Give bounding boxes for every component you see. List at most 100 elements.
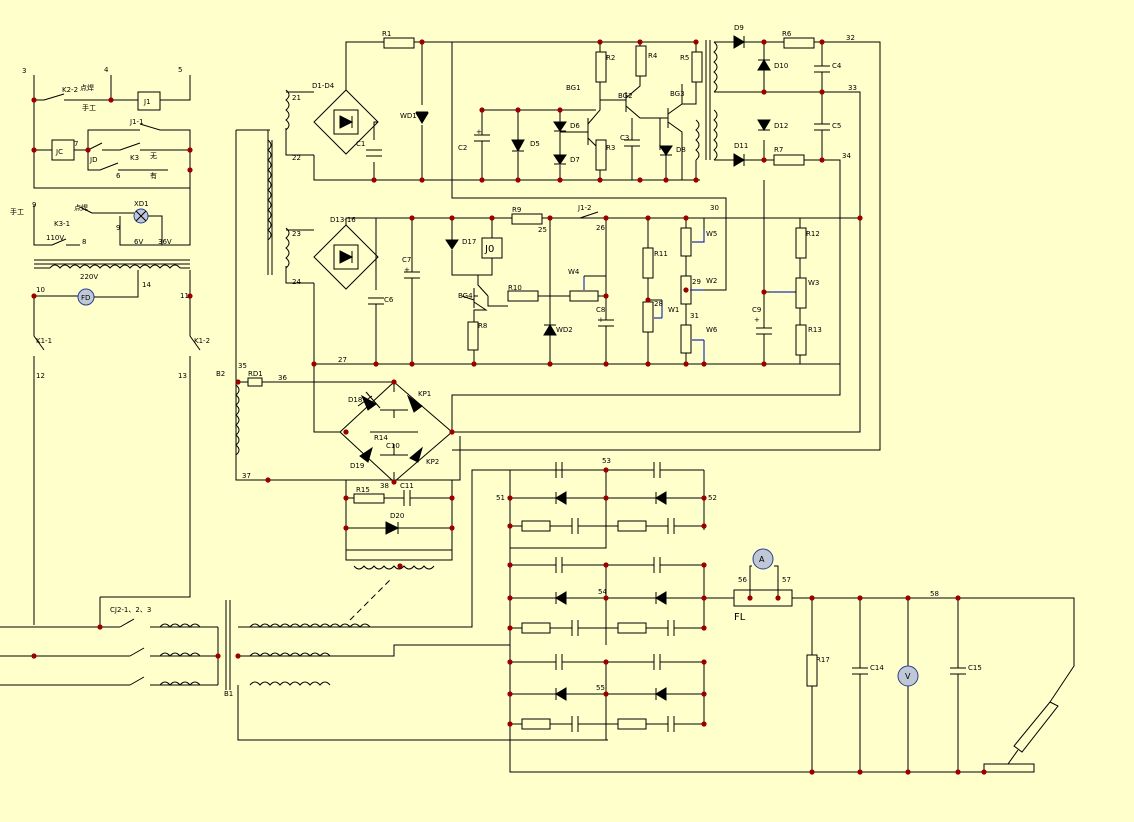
label-fd: FD (81, 294, 90, 302)
label-spot-weld-1: 点焊 (80, 83, 94, 92)
label-bg3: BG3 (670, 90, 685, 98)
label-k2-2: K2-2 (62, 86, 78, 94)
ammeter (752, 548, 774, 570)
label-c1: C1 (356, 140, 365, 148)
label-jd: JD (89, 156, 97, 164)
label-kp1: KP1 (418, 390, 431, 398)
output-bank (509, 462, 1075, 773)
label-kp2: KP2 (426, 458, 439, 466)
label-r11: R11 (654, 250, 668, 258)
label-r8: R8 (478, 322, 487, 330)
label-none: 无 (150, 152, 157, 160)
resistor-bank3b (617, 718, 647, 730)
label-wd1: WD1 (400, 112, 417, 120)
label-n21: 21 (292, 94, 301, 102)
label-n10: 10 (36, 286, 45, 294)
label-n14: 14 (142, 281, 151, 289)
label-n22: 22 (292, 154, 301, 162)
label-r5: R5 (680, 54, 689, 62)
label-d7: D7 (570, 156, 580, 164)
resistor-r5 (691, 51, 703, 83)
resistor-r8 (467, 321, 479, 351)
label-n23: 23 (292, 230, 301, 238)
resistor-r11 (642, 247, 654, 279)
label-r6: R6 (782, 30, 792, 38)
label-bg4: BG4 (458, 292, 473, 300)
label-d19: D19 (350, 462, 364, 470)
potentiometer-w1 (642, 301, 654, 333)
label-manual-2: 手工 (10, 207, 24, 216)
resistor-r15 (353, 493, 385, 504)
label-d6: D6 (570, 122, 580, 130)
label-j0: J0 (484, 244, 494, 255)
label-n9b: 9 (32, 201, 36, 209)
label-n35: 35 (238, 362, 247, 370)
label-plus3: + (598, 316, 604, 324)
label-jc: JC (55, 148, 63, 156)
label-n3: 3 (22, 67, 26, 75)
label-b2: B2 (216, 370, 225, 378)
label-6v: 6V (134, 238, 143, 246)
potentiometer-w6 (680, 324, 692, 354)
label-j1-2: J1-2 (577, 204, 592, 212)
label-wd2: WD2 (556, 326, 573, 334)
label-c11: C11 (400, 482, 414, 490)
control-board (285, 180, 860, 433)
label-n25: 25 (538, 226, 547, 234)
label-spot-weld-2: 点焊 (74, 203, 88, 212)
label-w3: W3 (808, 279, 819, 287)
potentiometer-w3 (795, 277, 807, 309)
resistor-r7 (773, 154, 805, 166)
label-c14: C14 (870, 664, 884, 672)
label-plus2: + (404, 266, 410, 274)
label-n5: 5 (178, 66, 182, 74)
label-n53: 53 (602, 457, 611, 465)
label-n57: 57 (782, 576, 791, 584)
resistor-r10 (507, 290, 539, 302)
label-w6: W6 (706, 326, 718, 334)
control-circuit (33, 75, 201, 625)
resistor-r6 (783, 37, 815, 49)
label-d8: D8 (676, 146, 686, 154)
label-c7: C7 (402, 256, 411, 264)
label-n52: 52 (708, 494, 717, 502)
label-j1-1: J1-1 (129, 118, 144, 126)
label-220v: 220V (80, 273, 98, 281)
label-plus4: + (754, 316, 760, 324)
label-r14: R14 (374, 434, 388, 442)
label-c3: C3 (620, 134, 629, 142)
label-n6: 6 (116, 172, 121, 180)
label-c6: C6 (384, 296, 394, 304)
label-n54: 54 (598, 588, 607, 596)
label-k1-1: K1-1 (36, 337, 52, 345)
label-r7: R7 (774, 146, 783, 154)
label-xd1: XD1 (134, 200, 149, 208)
label-a: A (759, 555, 765, 564)
label-n13: 13 (178, 372, 187, 380)
label-c4: C4 (832, 62, 842, 70)
label-k1-2: K1-2 (194, 337, 210, 345)
label-r15: R15 (356, 486, 370, 494)
resistor-r4 (635, 45, 647, 77)
resistor-r13 (795, 324, 807, 356)
label-j1: J1 (143, 98, 151, 106)
label-n36: 36 (278, 374, 287, 382)
label-n8: 8 (82, 238, 86, 246)
label-c5: C5 (832, 122, 841, 130)
label-bg1: BG1 (566, 84, 581, 92)
label-n37: 37 (242, 472, 251, 480)
label-yes: 有 (150, 171, 157, 180)
label-fl: FL (734, 612, 746, 623)
label-manual-1: 手工 (82, 103, 96, 112)
label-n32: 32 (846, 34, 855, 42)
label-k3: K3 (130, 154, 139, 162)
label-d9: D9 (734, 24, 744, 32)
scr-bridge (339, 381, 453, 570)
label-k3-1: K3-1 (54, 220, 70, 228)
label-w5: W5 (706, 230, 717, 238)
label-110v: 110V (46, 234, 64, 242)
label-n30: 30 (710, 204, 719, 212)
label-n27: 27 (338, 356, 347, 364)
label-36v: 36V (158, 238, 172, 246)
label-r17: R17 (816, 656, 830, 664)
